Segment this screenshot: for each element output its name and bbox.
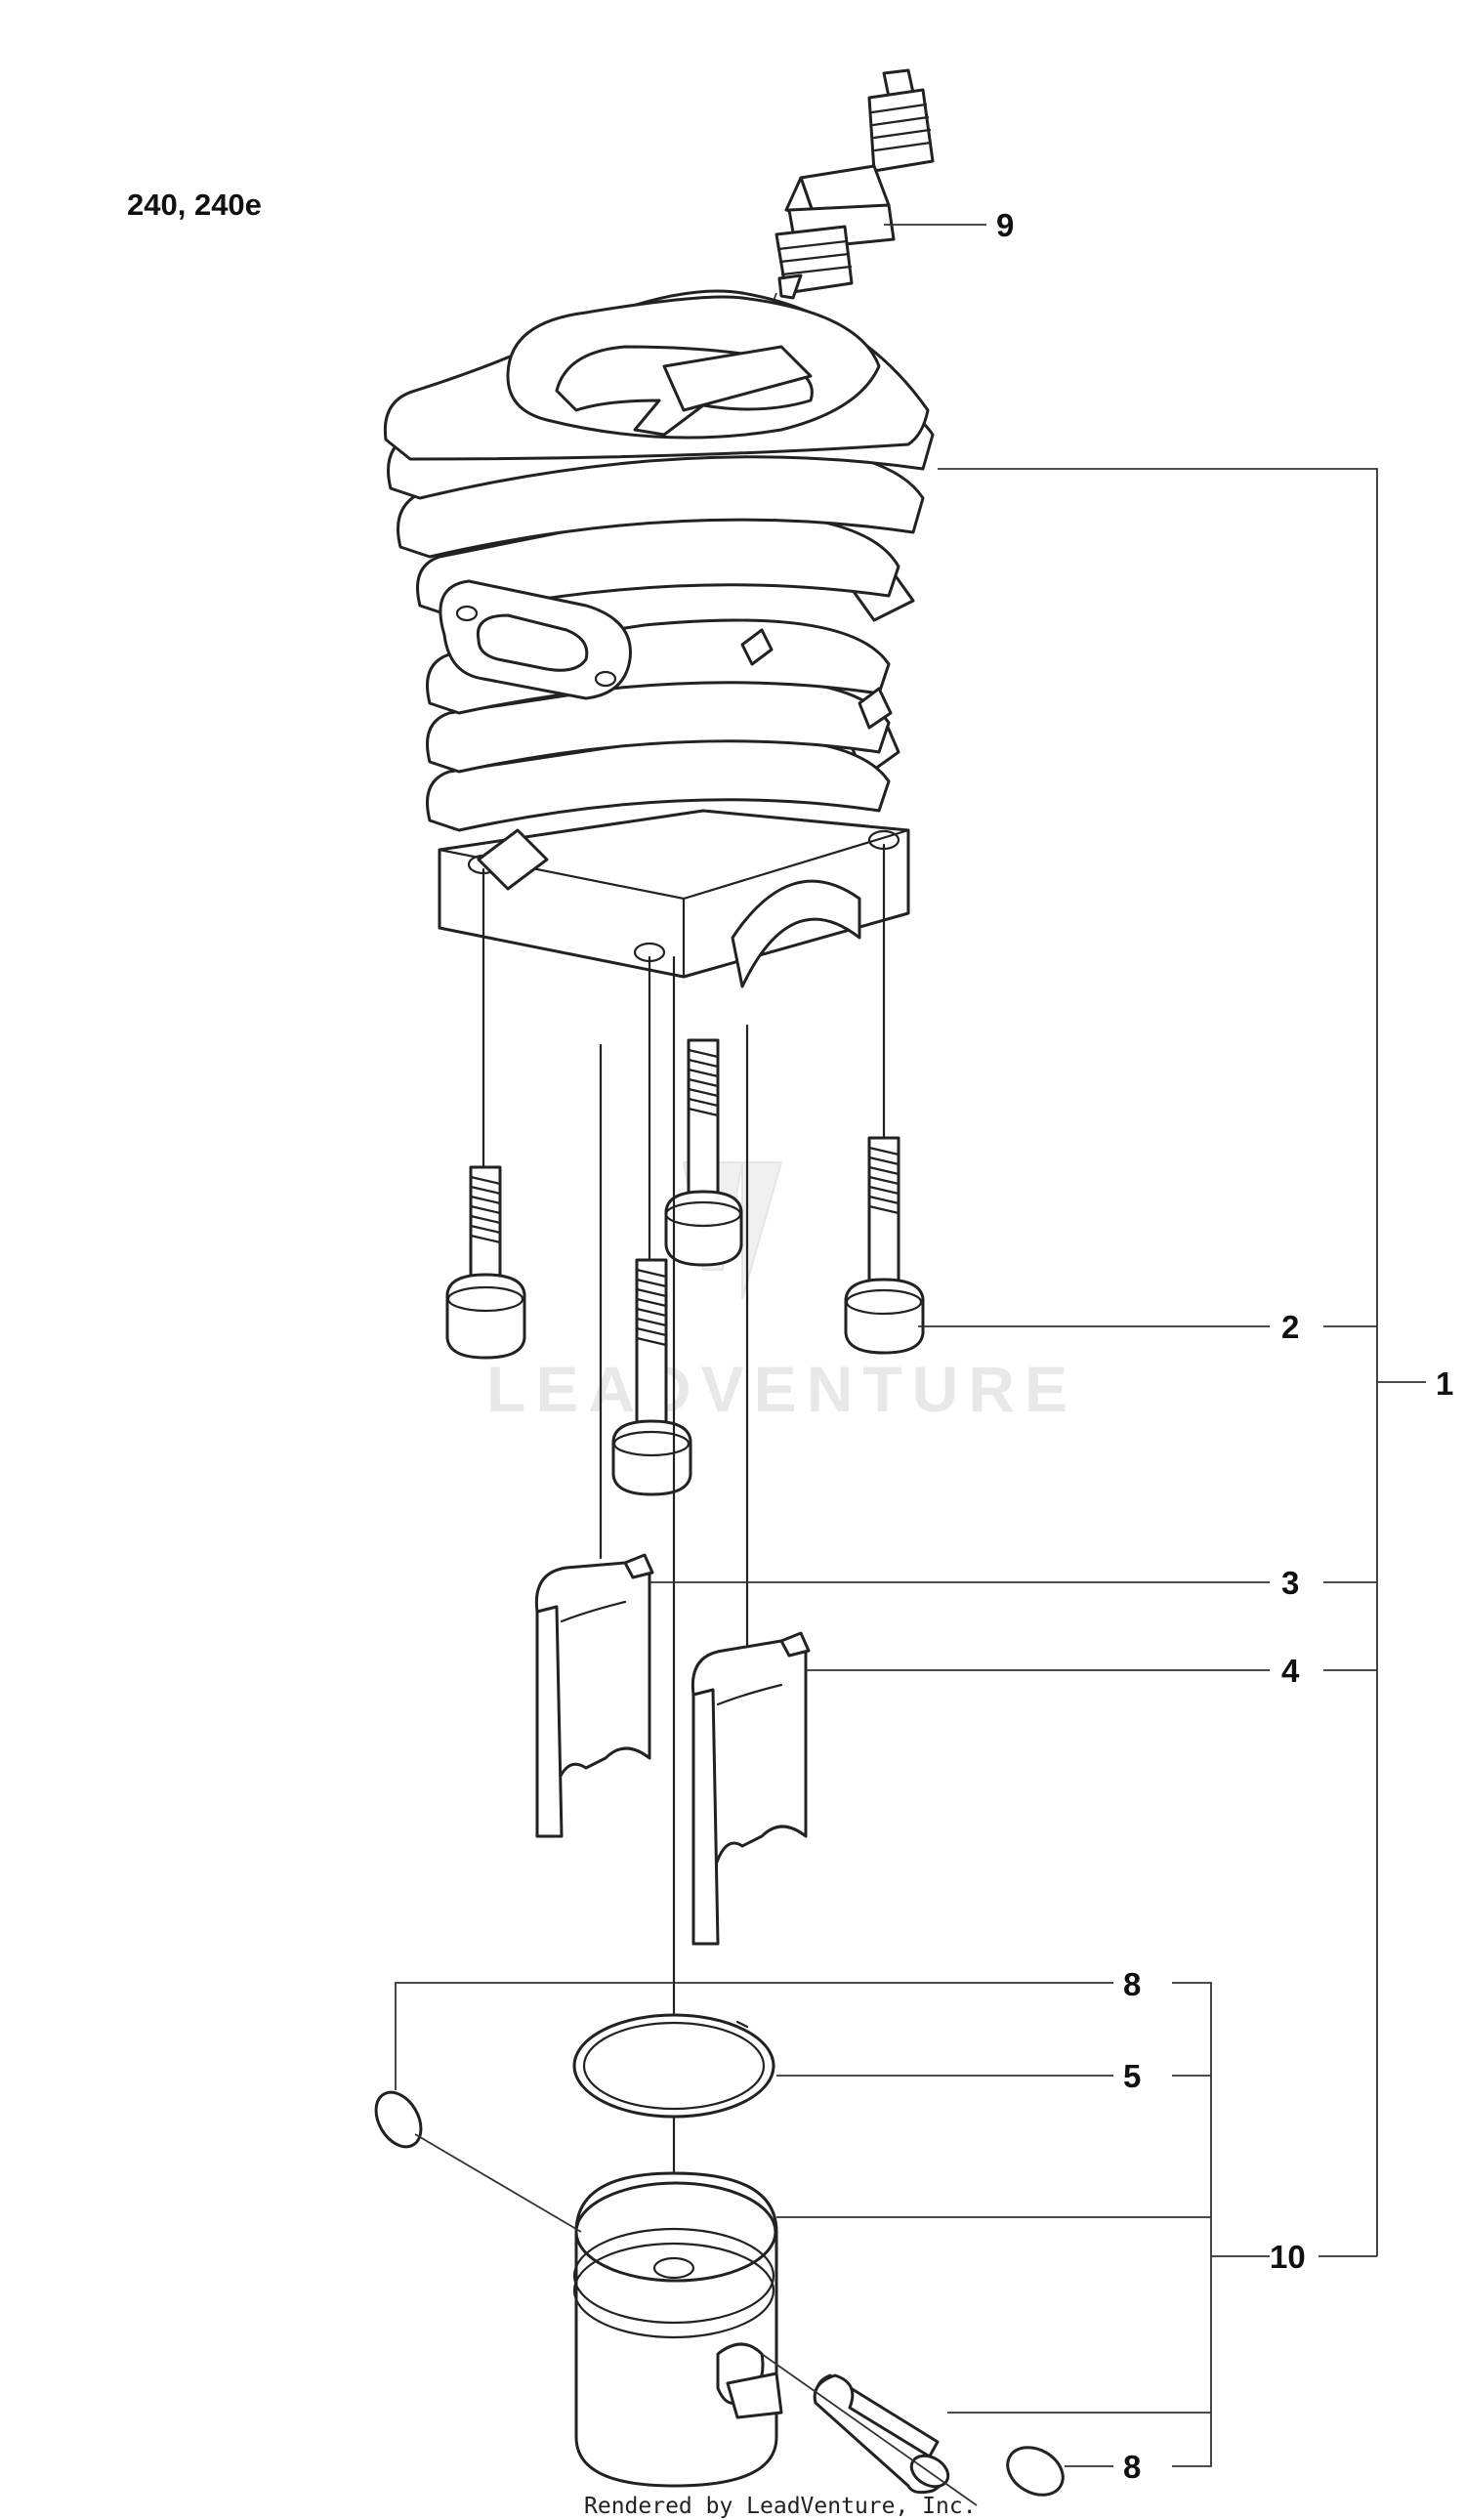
piston-pin	[813, 2373, 950, 2495]
piston	[572, 2171, 783, 2488]
callout-2: 2	[1281, 1309, 1299, 1345]
callout-5: 5	[1123, 2058, 1141, 2094]
spacer-plate-3	[534, 1553, 654, 1838]
bolt-rear-center	[664, 1038, 743, 1267]
spark-plug	[774, 68, 935, 300]
watermark: LEADVENTURE	[486, 1161, 1077, 1425]
bolt-rear-right	[844, 843, 925, 1355]
circlip-bottom	[1006, 2446, 1065, 2497]
spacer-plate-4	[691, 1631, 811, 1946]
watermark-text: LEADVENTURE	[486, 1353, 1077, 1425]
callout-9: 9	[996, 207, 1014, 243]
callout-8-bottom: 8	[1123, 2449, 1141, 2485]
page-title: 240, 240e	[127, 188, 262, 222]
piston-ring	[572, 2013, 775, 2119]
callout-1: 1	[1436, 1365, 1453, 1402]
callout-4: 4	[1281, 1653, 1300, 1689]
callout-3: 3	[1281, 1565, 1299, 1601]
bolt-front-left	[445, 867, 526, 1360]
cylinder	[383, 289, 935, 988]
callout-10: 10	[1270, 2239, 1306, 2275]
callout-8-top: 8	[1123, 1966, 1141, 2002]
bolt-front-center	[611, 955, 692, 1496]
footer-credit: Rendered by LeadVenture, Inc.	[584, 2494, 977, 2519]
circlip-top	[374, 2090, 423, 2149]
